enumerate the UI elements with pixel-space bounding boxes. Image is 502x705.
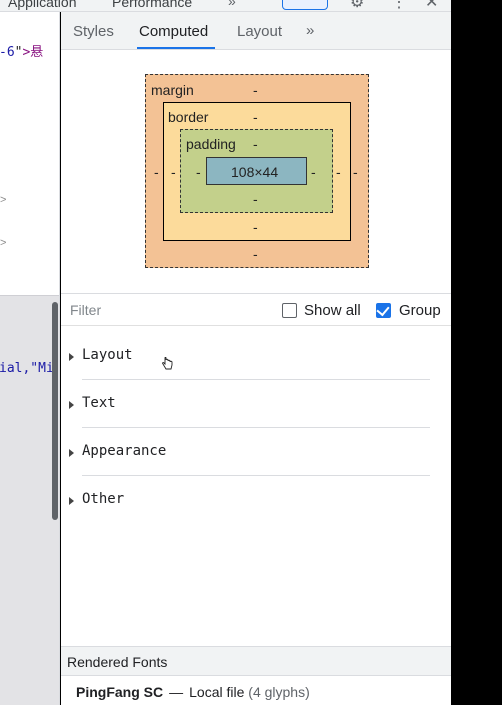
group-name: Layout (82, 347, 133, 363)
group-layout[interactable]: Layout (67, 342, 431, 390)
rendered-fonts-header: Rendered Fonts (61, 646, 451, 676)
group-appearance[interactable]: Appearance (67, 438, 431, 486)
box-model-diagram: margin - border - padding - 108×44 - - -… (61, 51, 451, 294)
dom-line[interactable]: -6">悬 (0, 41, 43, 60)
rendered-font-row: PingFang SC — Local file (4 glyphs) (76, 684, 310, 700)
border-right-value[interactable]: - (336, 164, 341, 180)
box-model-padding[interactable] (180, 129, 333, 213)
gear-icon[interactable]: ⚙ (350, 0, 365, 11)
close-icon[interactable]: ✕ (425, 0, 439, 11)
filter-bar: Filter Show all Group (61, 294, 451, 326)
padding-top-value[interactable]: - (253, 136, 258, 152)
margin-left-value[interactable]: - (154, 164, 159, 180)
chevron-right-icon[interactable]: > (0, 237, 7, 249)
sidebar-tabs: Styles Computed Layout » (61, 12, 451, 50)
border-label: border (168, 109, 209, 125)
filter-input[interactable]: Filter (70, 302, 102, 318)
group-name: Other (82, 491, 125, 507)
padding-right-value[interactable]: - (311, 164, 316, 180)
divider (82, 379, 430, 380)
tab-computed[interactable]: Computed (139, 23, 209, 40)
dom-tree: -6">悬 > > (0, 12, 59, 295)
rendered-fonts-title: Rendered Fonts (67, 654, 168, 670)
border-bottom-value[interactable]: - (253, 219, 258, 235)
tab-performance[interactable]: Performance (112, 0, 193, 10)
divider (82, 475, 430, 476)
tab-application[interactable]: Application (8, 0, 77, 10)
attr-quote: " (14, 45, 23, 60)
expand-triangle-icon[interactable] (69, 449, 74, 457)
font-source: Local file (189, 684, 245, 700)
group-other[interactable]: Other (67, 486, 431, 534)
border-left-value[interactable]: - (171, 164, 176, 180)
group-label[interactable]: Group (399, 302, 441, 319)
devtools-toolbar: Application Performance » ⚙ ⋮ ✕ (0, 0, 451, 12)
tab-styles[interactable]: Styles (73, 23, 114, 40)
border-top-value[interactable]: - (253, 109, 258, 125)
margin-label: margin (151, 82, 194, 98)
group-text[interactable]: Text (67, 390, 431, 438)
check-icon (376, 302, 390, 317)
padding-left-value[interactable]: - (196, 164, 201, 180)
more-tabs-icon[interactable]: » (306, 22, 315, 39)
styles-pane (0, 295, 59, 705)
chevron-right-icon[interactable]: > (0, 194, 7, 206)
box-model-content[interactable] (206, 157, 307, 185)
group-name: Text (82, 395, 116, 411)
show-all-label[interactable]: Show all (304, 302, 361, 319)
show-all-checkbox[interactable] (282, 303, 297, 318)
font-name: PingFang SC (76, 684, 164, 700)
elements-panel: -6">悬 > > ial,"Mi (0, 12, 60, 705)
expand-triangle-icon[interactable] (69, 401, 74, 409)
issues-badge[interactable] (282, 0, 328, 10)
content-size[interactable]: 108×44 (231, 164, 279, 180)
attr-value: -6 (0, 45, 15, 60)
glyph-count: (4 glyphs) (248, 684, 310, 700)
window-edge (451, 0, 502, 705)
active-tab-indicator (137, 47, 215, 49)
group-checkbox[interactable] (376, 302, 391, 318)
group-name: Appearance (82, 443, 167, 459)
expand-triangle-icon[interactable] (69, 353, 74, 361)
tag-text: >悬 (22, 45, 44, 60)
padding-label: padding (186, 136, 236, 152)
expand-triangle-icon[interactable] (69, 497, 74, 505)
more-tabs-icon[interactable]: » (228, 0, 236, 9)
padding-bottom-value[interactable]: - (253, 191, 258, 207)
font-family-value: ial,"Mi (0, 361, 54, 376)
margin-bottom-value[interactable]: - (253, 246, 258, 262)
font-dash: — (169, 684, 184, 700)
tab-layout[interactable]: Layout (237, 23, 283, 40)
margin-top-value[interactable]: - (253, 82, 258, 98)
divider (82, 427, 430, 428)
scrollbar[interactable] (52, 302, 58, 520)
more-options-icon[interactable]: ⋮ (391, 0, 407, 11)
hand-cursor-icon (162, 357, 173, 370)
computed-panel: Styles Computed Layout » margin - border… (61, 12, 451, 705)
margin-right-value[interactable]: - (353, 164, 358, 180)
